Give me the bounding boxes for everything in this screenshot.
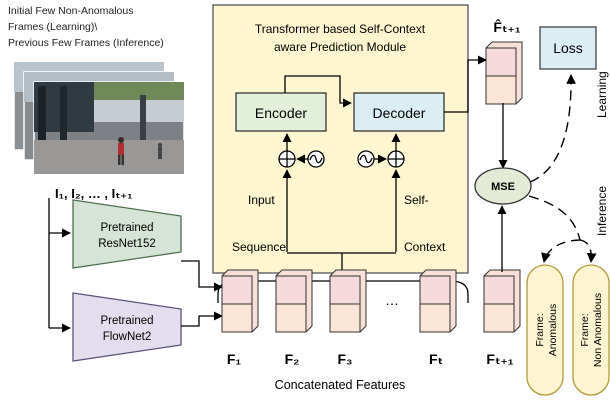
decoder-positional-encoding-icon	[357, 150, 375, 168]
feature-block-f1-top-cell	[221, 275, 253, 305]
input-caption-line1: Initial Few Non-Anomalous	[8, 5, 133, 17]
non-anomalous-line2: Non Anomalous	[592, 293, 604, 367]
decoder-label: Decoder	[373, 105, 426, 121]
flownet2-trapezoid	[72, 292, 182, 362]
feature-block-f3-bottom-cell	[329, 303, 361, 333]
learning-dashed-arrow	[529, 74, 577, 183]
video-frames-stack	[13, 61, 185, 175]
feature-block-f2-top-cell	[275, 275, 307, 305]
feature-block-ft-bottom-cell	[419, 303, 451, 333]
mse-label: MSE	[491, 181, 515, 193]
input-sequence-label-line2: Sequence	[232, 240, 286, 254]
feature-block-target	[483, 269, 521, 333]
target-feature-label: Fₜ₊₁	[486, 351, 513, 367]
pedestrian-figure	[118, 137, 124, 165]
features-ellipsis: …	[385, 292, 399, 308]
encoder-positional-encoding-icon	[307, 150, 325, 168]
feature-label-f1: F₁	[227, 351, 242, 367]
feature-block-f2	[275, 269, 313, 333]
inference-to-anomalous-arrow	[541, 239, 581, 263]
feature-block-predicted-bottom-cell	[485, 75, 517, 105]
loss-box	[539, 26, 597, 70]
feature-block-ft	[419, 269, 457, 333]
feature-columns	[221, 41, 523, 333]
encoder-label: Encoder	[255, 105, 307, 121]
encoder-block	[235, 92, 327, 132]
decoder-to-prediction-arrow	[444, 55, 487, 113]
anomalous-line2: Anomalous	[547, 304, 559, 357]
inference-label: Inference	[595, 186, 609, 236]
mse-node	[474, 167, 532, 205]
feature-block-f2-bottom-cell	[275, 303, 307, 333]
inference-to-normal-arrow	[579, 239, 597, 263]
feature-label-f2: F₂	[285, 351, 300, 367]
feature-block-target-top-cell	[483, 275, 515, 305]
features-caption: Concatenated Features	[275, 378, 406, 392]
predicted-feature-label: F̂ₜ₊₁	[493, 18, 520, 35]
input-caption-line3: Previous Few Frames (Inference)	[8, 37, 164, 49]
module-title-line1: Transformer based Self-Context	[255, 22, 426, 36]
flownet2-label-line2: FlowNet2	[103, 331, 152, 343]
flownet2-label-line1: Pretrained	[100, 315, 153, 327]
loss-label: Loss	[553, 40, 583, 56]
flownet2-extractor: Pretrained FlowNet2	[72, 292, 182, 362]
encoder-add-symbol	[278, 150, 296, 168]
anomalous-frame-pill	[526, 264, 564, 396]
feature-block-f3-top-cell	[329, 275, 361, 305]
anomalous-line1: Frame:	[534, 313, 546, 346]
feature-label-ft: Fₜ	[429, 351, 443, 367]
self-context-label-line2: Context	[404, 240, 446, 254]
frames-label: I₁, I₂, … , Iₜ₊₁	[55, 186, 133, 201]
resnet152-label-line1: Pretrained	[100, 222, 153, 234]
feature-block-f3	[329, 269, 367, 333]
resnet152-extractor: Pretrained ResNet152	[72, 199, 182, 269]
feature-block-ft-top-cell	[419, 275, 451, 305]
input-caption-line2: Frames (Learning)\	[8, 21, 97, 33]
module-title-line2: aware Prediction Module	[274, 40, 406, 54]
feature-block-predicted-top-cell	[485, 47, 517, 77]
non-anomalous-frame-pill	[572, 264, 610, 396]
decoder-add-symbol	[387, 150, 405, 168]
resnet152-trapezoid	[72, 199, 182, 269]
inference-dashed-path	[528, 195, 581, 241]
self-context-label-line1: Self-	[404, 193, 429, 207]
video-frame-front	[33, 81, 185, 175]
flownet-to-f1-arrow	[181, 311, 223, 327]
learning-label: Learning	[595, 71, 609, 118]
feature-label-f3: F₃	[337, 351, 352, 367]
feature-block-f1-bottom-cell	[221, 303, 253, 333]
feature-block-predicted	[485, 41, 523, 105]
resnet-to-f1-arrow	[181, 260, 223, 292]
input-sequence-label-line1: Input	[248, 193, 275, 207]
non-anomalous-line1: Frame:	[579, 313, 591, 346]
resnet152-label-line2: ResNet152	[98, 238, 156, 250]
encoder-to-decoder-arrow	[284, 75, 352, 108]
feature-block-target-bottom-cell	[483, 303, 515, 333]
feature-block-f1	[221, 269, 259, 333]
